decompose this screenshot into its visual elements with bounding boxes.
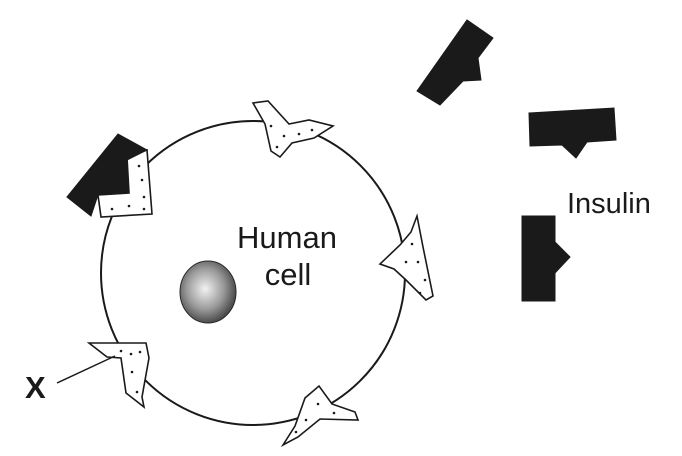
cell-label-line2: cell	[265, 257, 312, 292]
insulin-label: Insulin	[567, 188, 651, 220]
cell-label-line1: Human	[237, 220, 337, 255]
insulin-bound	[66, 133, 149, 217]
receptor-bottom	[280, 384, 360, 448]
x-label: X	[25, 370, 46, 405]
pointer-line	[56, 355, 116, 384]
receptor-x	[86, 342, 150, 409]
receptor-top	[251, 100, 336, 159]
insulin-molecule-2	[528, 107, 617, 159]
insulin-molecule-3	[521, 215, 571, 302]
insulin-molecule-1	[416, 19, 494, 106]
receptor-right	[378, 213, 434, 301]
nucleus	[179, 260, 237, 324]
